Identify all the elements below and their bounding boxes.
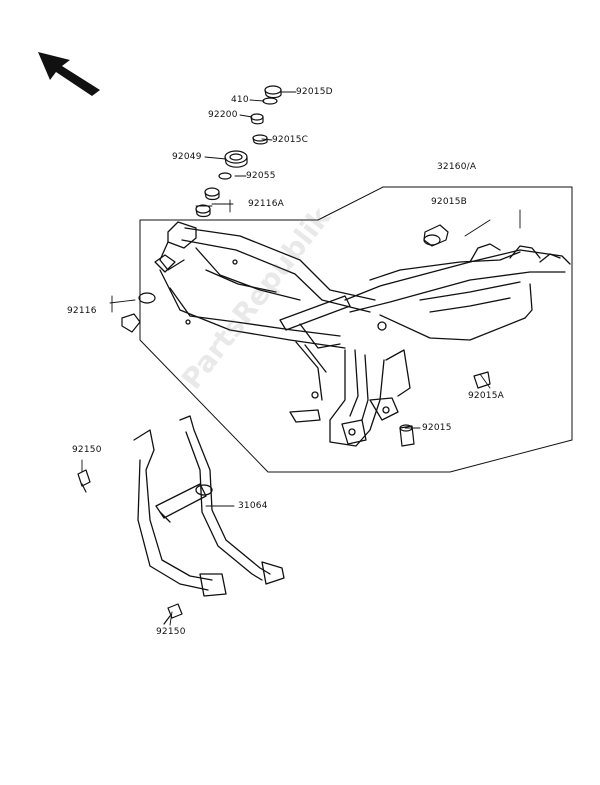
bolts-92150 xyxy=(77,469,183,625)
label-92116: 92116 xyxy=(67,306,97,316)
arrow-up-left-icon xyxy=(38,52,100,96)
label-92150-top: 92150 xyxy=(72,445,102,455)
assembly-outline xyxy=(139,186,573,473)
label-31064: 31064 xyxy=(238,501,268,511)
down-tube-assembly xyxy=(133,415,285,597)
label-32160A: 32160/A xyxy=(437,162,477,172)
label-92015D: 92015D xyxy=(296,87,333,97)
frame-body xyxy=(154,221,571,447)
label-410: 410 xyxy=(231,95,249,105)
label-92015A: 92015A xyxy=(468,391,504,401)
label-92200: 92200 xyxy=(208,110,238,120)
head-bearing-parts xyxy=(195,85,282,218)
label-92116A: 92116A xyxy=(248,199,284,209)
label-92049: 92049 xyxy=(172,152,202,162)
leader-lines xyxy=(81,91,521,626)
label-92015: 92015 xyxy=(422,423,452,433)
plugs-and-grommets xyxy=(121,224,491,447)
label-92150-bottom: 92150 xyxy=(156,627,186,637)
label-92015B: 92015B xyxy=(431,197,468,207)
label-92055: 92055 xyxy=(246,171,276,181)
label-92015C: 92015C xyxy=(272,135,309,145)
